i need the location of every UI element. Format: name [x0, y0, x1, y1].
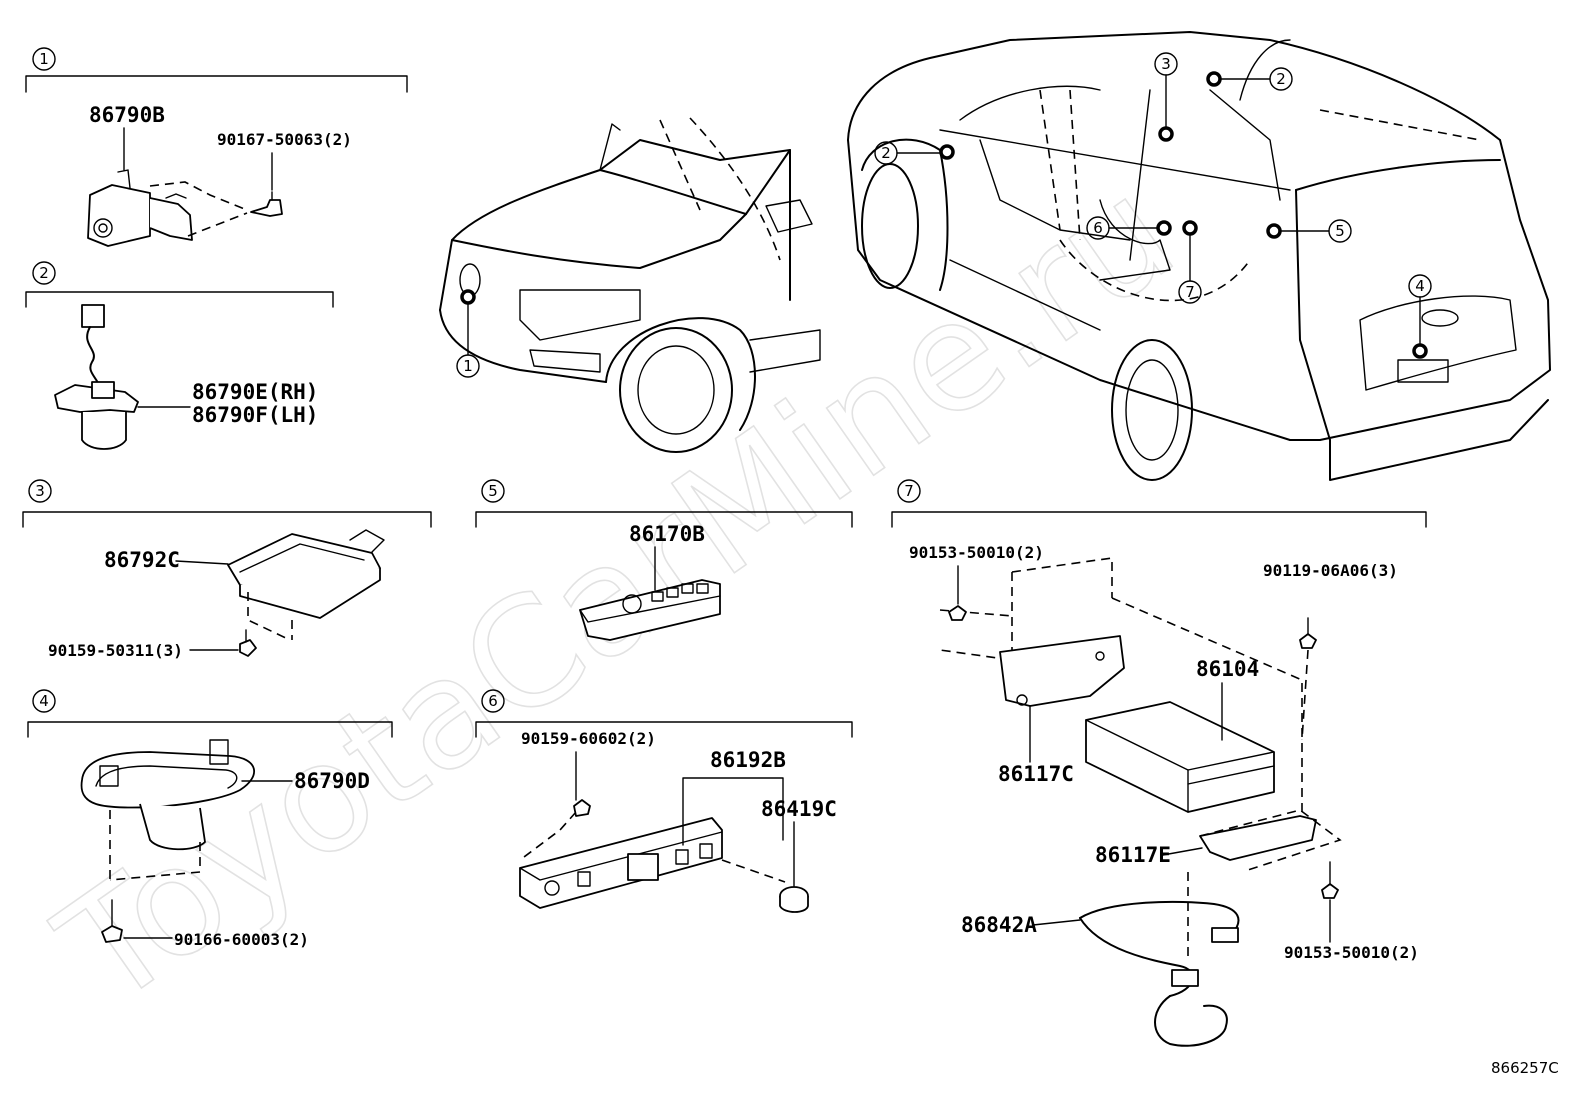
label-86790D: 86790D: [294, 769, 370, 793]
camera-86790E-drawing: [54, 304, 139, 450]
remote-86170B-drawing: [579, 579, 721, 641]
section-3-number: 3: [35, 482, 45, 500]
label-90119-06A06: 90119-06A06(3): [1263, 561, 1398, 580]
label-86170B: 86170B: [629, 522, 705, 546]
section-2: 2 86790E(RH) 86790F(LH): [25, 261, 334, 450]
front-callout-1: 1: [463, 357, 473, 375]
label-86104: 86104: [1196, 657, 1259, 681]
label-90166-60003: 90166-60003(2): [174, 930, 309, 949]
rear-callout-5: 5: [1335, 222, 1345, 240]
section-1-bracket: [25, 75, 408, 93]
watermark: ToyotaCarMine.ru: [30, 145, 1204, 1040]
rear-callout-dot-2b: [1206, 71, 1222, 87]
section-3: 3 86792C 90159-50311(3): [22, 479, 432, 660]
rear-callout-dot-2a: [939, 144, 955, 160]
section-7: 7: [891, 479, 1427, 1047]
section-5-number: 5: [488, 482, 498, 500]
label-90153-50010-bottom: 90153-50010(2): [1284, 943, 1419, 962]
section-1-marker: [32, 47, 56, 71]
label-86790E: 86790E(RH): [192, 380, 318, 404]
rear-callout-dot-4: [1412, 343, 1428, 359]
section-7-marker: [897, 479, 921, 503]
camera-86790D-drawing: [80, 739, 255, 943]
navigation-86104-drawing: [939, 557, 1342, 1047]
section-2-bracket: [25, 291, 334, 308]
section-6-bracket: [475, 721, 853, 738]
rear-callout-2a: 2: [881, 144, 891, 162]
rear-callout-dot-6: [1156, 220, 1172, 236]
rear-callout-6: 6: [1093, 219, 1103, 237]
section-1-number: 1: [39, 50, 49, 68]
section-5-marker: [481, 479, 505, 503]
label-90167-50063: 90167-50063(2): [217, 130, 352, 149]
label-90153-50010-top: 90153-50010(2): [909, 543, 1044, 562]
label-86419C: 86419C: [761, 797, 837, 821]
vehicle-front-view: 1: [439, 117, 821, 453]
front-callout-dot-1: [460, 289, 476, 305]
label-86790F: 86790F(LH): [192, 403, 318, 427]
section-6-marker: [481, 689, 505, 713]
label-90159-60602: 90159-60602(2): [521, 729, 656, 748]
diagram-code: 866257C: [1491, 1059, 1559, 1077]
label-86117C: 86117C: [998, 762, 1074, 786]
rear-callout-2b: 2: [1276, 70, 1286, 88]
section-4: 4 86790D 90166-60003(2): [27, 689, 393, 949]
section-7-number: 7: [904, 482, 914, 500]
label-86842A: 86842A: [961, 913, 1037, 937]
rear-callout-3: 3: [1161, 55, 1171, 73]
ecu-86792C-drawing: [227, 529, 385, 657]
section-4-bracket: [27, 721, 393, 738]
vehicle-rear-view: 2 3 2 6 5 7 4: [847, 31, 1551, 481]
bracket-86192B-drawing: [519, 799, 809, 913]
rear-callout-7: 7: [1185, 283, 1195, 301]
rear-callout-4: 4: [1415, 277, 1425, 295]
section-6: 6 90159-60602(2) 86192B 86419C: [475, 689, 853, 913]
rear-callout-dot-3: [1158, 126, 1174, 142]
section-2-marker: [32, 261, 56, 285]
section-2-number: 2: [39, 264, 49, 282]
label-86792C: 86792C: [104, 548, 180, 572]
label-90159-50311: 90159-50311(3): [48, 641, 183, 660]
label-86192B: 86192B: [710, 748, 786, 772]
section-3-marker: [28, 479, 52, 503]
section-1: 1 86790B 90167-50063(2): [25, 47, 408, 247]
section-5-bracket: [475, 511, 853, 528]
label-86117E: 86117E: [1095, 843, 1171, 867]
section-6-number: 6: [488, 692, 498, 710]
section-5: 5 86170B: [475, 479, 853, 641]
section-7-bracket: [891, 511, 1427, 528]
section-4-marker: [32, 689, 56, 713]
section-3-bracket: [22, 511, 432, 528]
rear-callout-dot-7: [1182, 220, 1198, 236]
rear-callout-dot-5: [1266, 223, 1282, 239]
camera-86790B-drawing: [87, 169, 283, 247]
section-4-number: 4: [39, 692, 49, 710]
label-86790B: 86790B: [89, 103, 165, 127]
